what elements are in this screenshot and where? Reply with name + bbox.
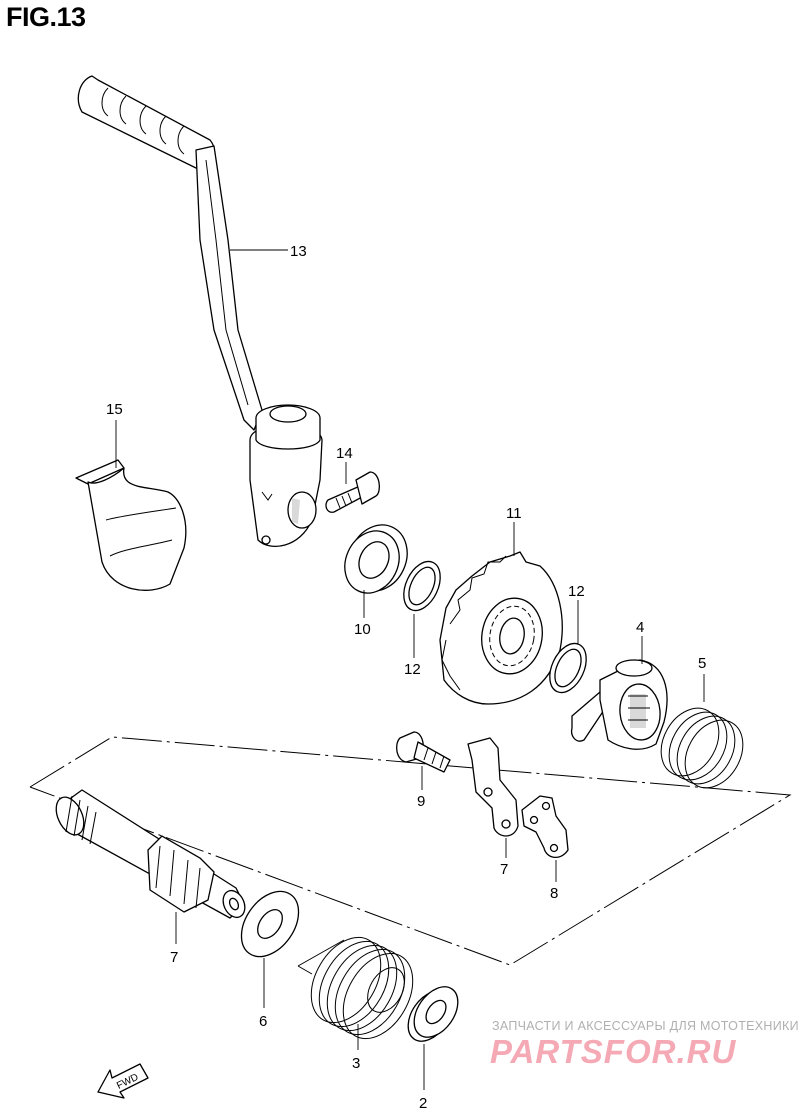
kick-starter-shaft[interactable] <box>51 789 249 921</box>
callout-13: 13 <box>290 243 307 260</box>
figure-title: FIG.13 <box>6 2 86 32</box>
lock-plate[interactable] <box>521 795 569 858</box>
callout-8: 8 <box>550 885 558 902</box>
oil-seal[interactable] <box>335 515 418 602</box>
guide-spring[interactable] <box>649 698 754 798</box>
callout-7-upper: 7 <box>500 861 508 878</box>
washer-left[interactable] <box>397 556 448 617</box>
callout-7-lower: 7 <box>170 949 178 966</box>
forward-arrow-icon: FWD <box>97 1063 149 1099</box>
washer-right[interactable] <box>543 638 594 699</box>
kick-starter-guide[interactable] <box>570 659 668 750</box>
kick-starter-lever[interactable] <box>77 75 323 548</box>
callout-10: 10 <box>354 621 371 638</box>
callout-14: 14 <box>336 445 353 462</box>
rubber-cap[interactable] <box>75 459 187 591</box>
stopper-plate[interactable] <box>467 737 519 837</box>
kick-starter-spring[interactable] <box>297 925 427 1051</box>
guide-bolt[interactable] <box>395 731 451 773</box>
callout-9: 9 <box>417 793 425 810</box>
callout-3: 3 <box>352 1055 360 1072</box>
callout-4: 4 <box>636 619 644 636</box>
callout-2: 2 <box>419 1095 427 1112</box>
circlip[interactable] <box>399 979 467 1050</box>
callout-11: 11 <box>506 505 522 522</box>
kick-idle-gear[interactable] <box>439 551 563 705</box>
lever-bolt[interactable] <box>325 471 381 513</box>
watermark-tagline: ЗАПЧАСТИ И АКСЕССУАРЫ ДЛЯ МОТОТЕХНИКИ <box>492 1019 799 1033</box>
assembly-boundary <box>29 736 792 966</box>
watermark-logo: PARTSFOR.RU <box>490 1033 737 1070</box>
callout-12-right: 12 <box>568 583 585 600</box>
shaft-washer[interactable] <box>230 881 311 968</box>
callout-12-left: 12 <box>404 661 421 678</box>
callout-15: 15 <box>106 401 123 418</box>
callout-5: 5 <box>698 655 706 672</box>
callout-6: 6 <box>259 1013 267 1030</box>
